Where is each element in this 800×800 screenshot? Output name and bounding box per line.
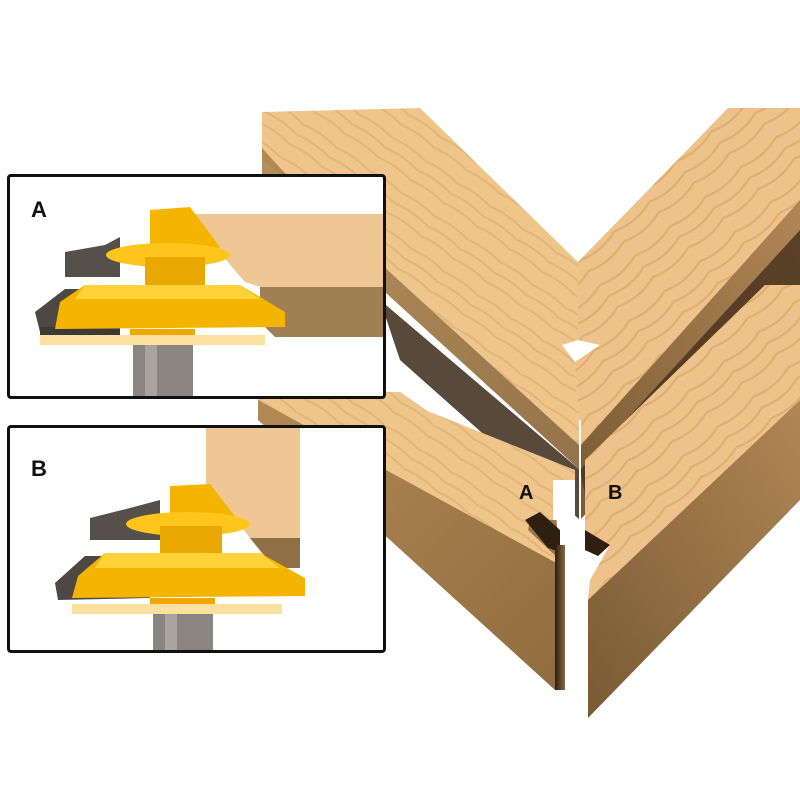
inset-b-label: B bbox=[31, 456, 47, 481]
profile-notch-b bbox=[585, 530, 610, 556]
cutter-lower-flange-highlight bbox=[95, 553, 280, 568]
joint-gap bbox=[553, 480, 575, 520]
cutter-neck bbox=[145, 257, 205, 287]
cutter-lower-flange-highlight bbox=[75, 285, 260, 299]
shank-highlight bbox=[165, 614, 177, 650]
cutter-base bbox=[40, 335, 265, 345]
board-b-face bbox=[206, 428, 300, 568]
router-bit-a bbox=[35, 207, 383, 396]
cutter-neck bbox=[160, 526, 222, 556]
router-bit-b bbox=[55, 428, 305, 650]
cutter-base bbox=[72, 604, 282, 614]
board-a-edge bbox=[260, 287, 383, 337]
inset-a: A bbox=[7, 174, 386, 399]
board-b-edge bbox=[250, 538, 300, 568]
joint-label-b: B bbox=[608, 482, 623, 504]
profile-notch-a bbox=[525, 512, 560, 552]
shank bbox=[133, 345, 193, 396]
board-a-face bbox=[190, 214, 383, 297]
joint-label-a: A bbox=[519, 482, 534, 504]
carbide-blade-bottom bbox=[40, 327, 120, 337]
shank-highlight bbox=[145, 345, 157, 396]
inset-b: B bbox=[7, 425, 386, 653]
carbide-blade-upper bbox=[65, 237, 120, 277]
center-slot bbox=[555, 545, 565, 690]
inset-a-label: A bbox=[31, 197, 47, 222]
lower-right-board bbox=[585, 285, 800, 718]
shank bbox=[153, 614, 213, 650]
